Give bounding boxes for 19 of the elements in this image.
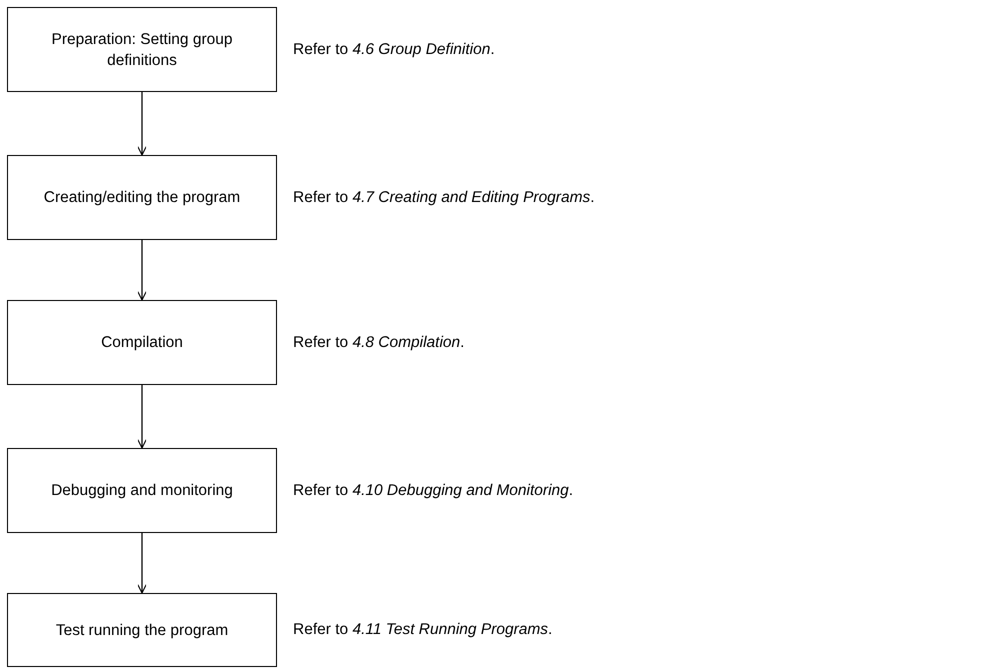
process-box: [7, 593, 277, 667]
arrow: [137, 92, 147, 156]
process-box: [7, 300, 277, 385]
process-box: [7, 155, 277, 240]
process-box: [7, 448, 277, 533]
step-label: Test running the program: [54, 620, 230, 640]
reference-note: Refer to 4.6 Group Definition.: [293, 40, 495, 60]
arrow: [137, 385, 147, 449]
step-label: Debugging and monitoring: [50, 481, 234, 501]
reference-note: Refer to 4.11 Test Running Programs.: [293, 620, 552, 640]
step-label: Creating/editing the program: [42, 188, 242, 208]
arrow: [137, 240, 147, 301]
step-label: Preparation: Setting group definitions: [50, 30, 234, 70]
reference-note: Refer to 4.10 Debugging and Monitoring.: [293, 480, 574, 500]
arrow: [137, 533, 147, 594]
process-box: [7, 7, 277, 92]
step-label: Compilation: [100, 333, 184, 353]
reference-note: Refer to 4.8 Compilation.: [293, 332, 464, 352]
reference-note: Refer to 4.7 Creating and Editing Programs.: [293, 188, 595, 208]
